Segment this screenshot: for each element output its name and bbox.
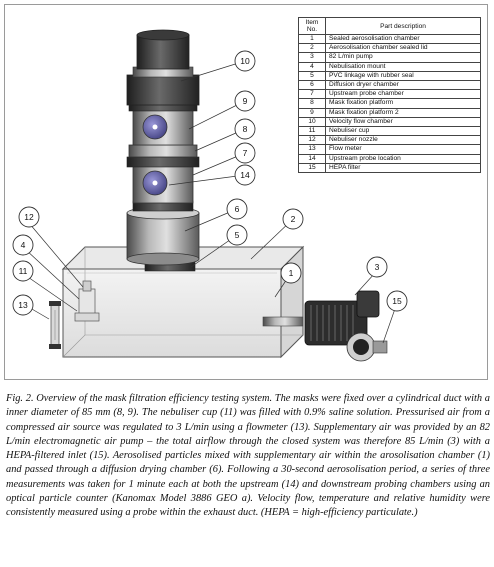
- part-description: Nebuliser cup: [325, 126, 481, 137]
- svg-text:14: 14: [240, 170, 250, 180]
- callout-13: 13: [12, 294, 34, 316]
- svg-text:13: 13: [18, 300, 28, 310]
- part-description: Mask fixation platform 2: [325, 107, 481, 118]
- item-no: 15: [298, 162, 326, 174]
- svg-text:10: 10: [240, 56, 250, 66]
- item-no: 11: [298, 126, 326, 137]
- item-no: 7: [298, 89, 326, 100]
- svg-text:3: 3: [375, 262, 380, 272]
- part-description: Aerosolisation chamber sealed lid: [325, 43, 481, 54]
- callout-7: 7: [234, 142, 256, 164]
- item-no: 1: [298, 33, 326, 45]
- part-description: Nebulisation mount: [325, 61, 481, 72]
- header-item-no: Item No.: [298, 17, 326, 35]
- item-no: 8: [298, 98, 326, 109]
- svg-text:6: 6: [235, 204, 240, 214]
- part-description: Sealed aerosolisation chamber: [325, 33, 481, 45]
- svg-text:7: 7: [243, 148, 248, 158]
- svg-text:4: 4: [21, 240, 26, 250]
- callout-2: 2: [282, 208, 304, 230]
- air-pump: [304, 290, 380, 346]
- svg-text:5: 5: [235, 230, 240, 240]
- hepa-filter: [346, 332, 388, 362]
- part-description: Nebuliser nozzle: [325, 135, 481, 146]
- item-no: 2: [298, 43, 326, 54]
- item-no: 4: [298, 61, 326, 72]
- svg-text:12: 12: [24, 212, 34, 222]
- part-description: HEPA filter: [325, 162, 481, 174]
- part-description: Upstream probe chamber: [325, 89, 481, 100]
- part-description: Flow meter: [325, 144, 481, 155]
- chamber-column: [126, 29, 200, 272]
- figure-caption: Fig. 2. Overview of the mask filtration …: [6, 393, 490, 519]
- svg-text:2: 2: [291, 214, 296, 224]
- callout-14: 14: [234, 164, 256, 186]
- part-description: 82 L/min pump: [325, 52, 481, 63]
- part-description: PVC linkage with rubber seal: [325, 70, 481, 82]
- item-no: 14: [298, 153, 326, 164]
- svg-text:15: 15: [392, 296, 402, 306]
- item-no: 5: [298, 70, 326, 82]
- aerosolisation-chamber: [61, 245, 305, 359]
- apparatus-drawing: 10 9 8 7 14 6 2 5 1 3 15 12 4 11 13: [12, 29, 408, 362]
- callout-8: 8: [234, 118, 256, 140]
- callout-10: 10: [234, 50, 256, 72]
- callout-3: 3: [366, 256, 388, 278]
- nebuliser-assembly: [74, 280, 100, 322]
- callout-1: 1: [280, 262, 302, 284]
- part-description: Upstream probe location: [325, 153, 481, 164]
- item-no: 12: [298, 135, 326, 146]
- callout-4: 4: [12, 234, 34, 256]
- part-description: Velocity flow chamber: [325, 116, 481, 128]
- item-no: 3: [298, 52, 326, 63]
- svg-text:9: 9: [243, 96, 248, 106]
- callout-12: 12: [18, 206, 40, 228]
- figure-panel: 10 9 8 7 14 6 2 5 1 3 15 12 4 11 13 Item…: [4, 4, 488, 380]
- item-no: 6: [298, 80, 326, 91]
- svg-text:1: 1: [289, 268, 294, 278]
- callout-11: 11: [12, 260, 34, 282]
- part-description: Diffusion dryer chamber: [325, 80, 481, 91]
- callout-9: 9: [234, 90, 256, 112]
- callout-6: 6: [226, 198, 248, 220]
- callout-15: 15: [386, 290, 408, 312]
- callout-5: 5: [226, 224, 248, 246]
- flow-meter: [49, 301, 61, 349]
- header-part-description: Part description: [325, 17, 481, 35]
- item-no: 10: [298, 116, 326, 128]
- item-no: 13: [298, 144, 326, 155]
- svg-text:8: 8: [243, 124, 248, 134]
- item-no: 9: [298, 107, 326, 118]
- svg-text:11: 11: [19, 266, 28, 276]
- part-description: Mask fixation platform: [325, 98, 481, 109]
